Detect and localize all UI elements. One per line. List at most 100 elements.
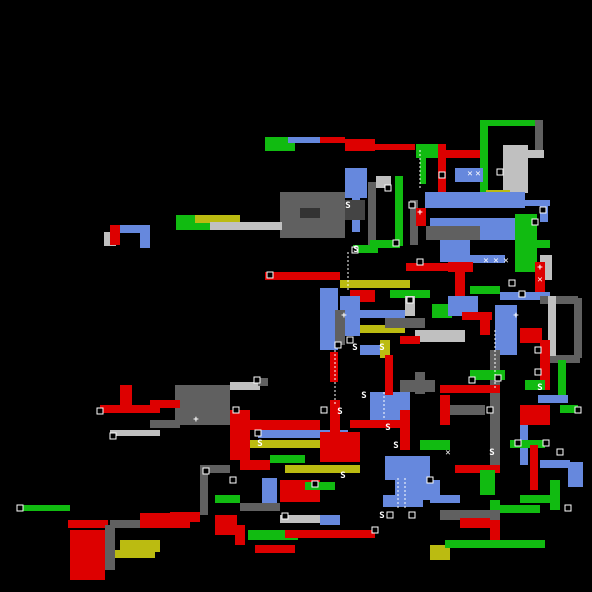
map-room [270,455,305,463]
door-icon [266,271,274,279]
map-room [430,495,460,503]
map-room [460,518,490,528]
map-room [462,312,492,320]
door-icon [416,258,424,266]
map-room [350,420,400,428]
map-room [480,222,520,240]
map-room [395,176,403,246]
map-room [495,305,517,355]
door-icon [386,511,394,519]
save-icon: S [352,343,357,353]
map-room [115,550,155,558]
map-room [230,410,250,460]
map-room [460,255,505,263]
door-icon [534,368,542,376]
map-room [455,168,483,182]
map-room [230,382,260,390]
map-room [440,385,500,393]
map-room [305,482,335,490]
map-room [406,263,448,271]
map-room [375,144,415,150]
map-room [320,137,345,143]
map-room [526,150,544,158]
map-room [353,245,378,253]
connector-layer [334,150,496,508]
door-icon [408,511,416,519]
map-room [390,290,430,298]
door-icon [371,526,379,534]
map-room [345,200,365,220]
map-room [110,520,140,528]
map-room [368,182,376,247]
map-room [470,370,505,380]
map-room [538,395,568,403]
map-room [340,280,410,288]
map-room [420,440,450,450]
map-room [440,395,450,425]
map-room [574,298,582,358]
door-icon [232,406,240,414]
map-room [345,139,375,151]
map-room [405,296,415,316]
save-icon: S [385,423,390,433]
map-room [20,505,70,511]
map-room [540,340,550,390]
door-icon [514,439,522,447]
door-icon [534,346,542,354]
door-icon [508,279,516,287]
map-room [385,355,393,395]
save-icon: S [379,511,384,521]
door-icon [556,448,564,456]
map-room [355,310,405,318]
map-room [70,530,105,580]
missile-icon: ✕ [483,256,488,266]
map-room [535,262,545,292]
door-icon [564,504,572,512]
map-room [505,200,550,206]
room-layer [20,120,583,580]
save-icon: S [489,448,494,458]
health-icon: + [513,311,519,321]
missile-icon: ✕ [445,448,450,458]
map-room [288,137,320,143]
map-room [110,225,120,245]
save-icon: S [257,439,262,449]
map-room [120,540,160,552]
door-icon [438,171,446,179]
health-icon: + [193,415,199,425]
map-room [410,200,418,245]
map-room [448,262,473,272]
map-room [446,150,481,158]
map-room [470,286,500,294]
map-room [210,222,282,230]
map-room [540,460,570,468]
door-icon [518,290,526,298]
map-room [300,208,320,218]
map-room [320,288,338,350]
door-icon [202,467,210,475]
map-room [520,405,550,425]
map-room [383,495,423,507]
map-room [285,530,375,538]
map-room [110,430,160,436]
map-room [265,137,295,151]
map-room [503,145,528,193]
door-icon [351,246,359,254]
door-icon [109,432,117,440]
map-room [240,503,280,511]
map-room [255,545,295,553]
map-room [415,372,425,394]
door-icon [96,407,104,415]
map-room [558,360,566,395]
map-room [432,304,452,318]
door-icon [542,439,550,447]
map-room [440,510,500,520]
map-room [515,214,537,272]
map-room [480,470,495,495]
save-icon: S [337,407,342,417]
door-icon [468,376,476,384]
map-room [510,440,545,448]
map-room [560,405,578,413]
